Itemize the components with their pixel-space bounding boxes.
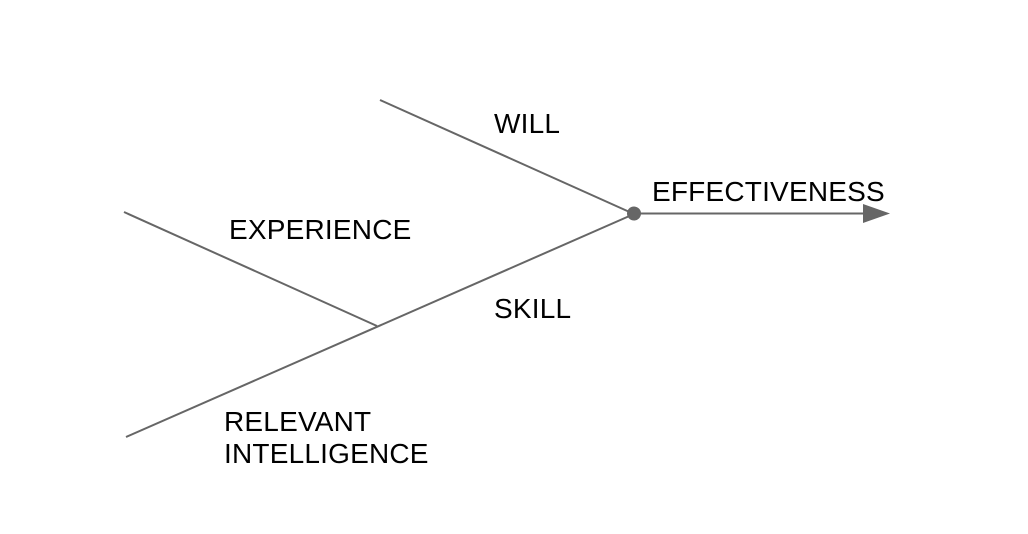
convergence-node — [627, 206, 641, 221]
label-effectiveness: EFFECTIVENESS — [652, 176, 885, 207]
effectiveness-arrowhead-icon — [863, 204, 890, 223]
experience-line — [123, 211, 378, 327]
label-skill: SKILL — [494, 293, 572, 324]
skill-line — [125, 213, 635, 438]
label-will: WILL — [494, 108, 561, 139]
label-relevant-intelligence: RELEVANT INTELLIGENCE — [224, 406, 429, 469]
label-experience: EXPERIENCE — [229, 214, 412, 245]
will-line — [379, 99, 635, 215]
